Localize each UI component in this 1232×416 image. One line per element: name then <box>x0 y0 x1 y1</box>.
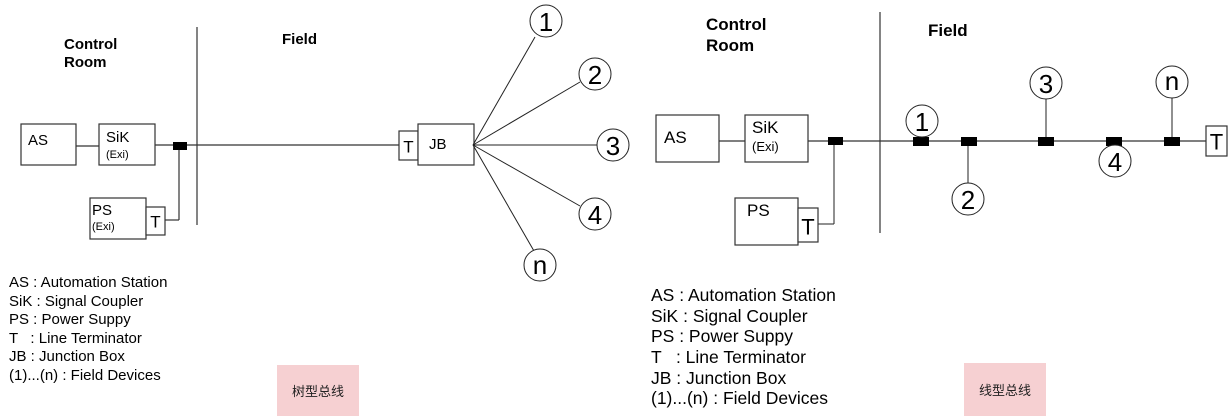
legend-item: PS : Power Suppy <box>9 311 131 329</box>
field-device-circle <box>578 197 612 231</box>
spoke-1 <box>472 36 536 146</box>
field-device-circle <box>596 128 630 162</box>
control-room-label-line2: Room <box>706 36 754 55</box>
ps-label: PS <box>92 202 112 219</box>
field-device-label: n <box>533 250 547 280</box>
ps-terminator-box <box>145 206 166 236</box>
legend-item: (1)...(n) : Field Devices <box>9 366 161 384</box>
field-device-label: n <box>1165 66 1179 96</box>
end-terminator-label: T <box>1210 130 1223 155</box>
control-room-label-line2: Room <box>64 54 107 71</box>
line-bus-legend: AS : Automation Station SiK : Signal Cou… <box>651 285 836 411</box>
bus-node-1 <box>913 137 929 146</box>
field-device-label: 4 <box>1108 147 1122 177</box>
sik-label: SiK <box>106 129 129 146</box>
field-device-n: n <box>1155 65 1189 99</box>
bus-node-n <box>1164 137 1180 146</box>
field-device-4: 4 <box>1098 144 1132 178</box>
jb-label: JB <box>429 136 447 153</box>
legend-item: SiK : Signal Coupler <box>651 305 808 326</box>
legend-item: AS : Automation Station <box>651 285 836 305</box>
ps-terminator-label: T <box>801 215 814 240</box>
field-label: Field <box>928 21 968 40</box>
sik-box <box>98 123 156 166</box>
field-device-1: 1 <box>905 104 939 138</box>
sik-label: SiK <box>752 118 779 137</box>
spoke-n <box>472 144 535 252</box>
field-device-3: 3 <box>596 128 630 162</box>
legend-item: T : Line Terminator <box>9 329 142 347</box>
field-device-label: 3 <box>606 131 620 161</box>
ps-terminator-box <box>797 207 819 243</box>
legend-item: T : Line Terminator <box>651 347 806 368</box>
coupler-node <box>173 142 187 150</box>
field-device-label: 1 <box>915 107 929 137</box>
spoke-4 <box>472 144 581 207</box>
field-device-circle <box>1155 65 1189 99</box>
legend-item: JB : Junction Box <box>651 367 787 388</box>
legend-item: AS : Automation Station <box>9 274 168 291</box>
field-device-circle <box>1098 144 1132 178</box>
as-label: AS <box>664 128 687 147</box>
field-device-label: 4 <box>588 200 602 230</box>
as-box <box>20 123 77 166</box>
end-terminator-box <box>1205 125 1228 157</box>
ps-label: PS <box>747 201 770 220</box>
spoke-2 <box>472 81 581 146</box>
field-device-label: 1 <box>539 7 553 37</box>
ps-sub-label: (Exi) <box>92 221 115 233</box>
field-device-1: 1 <box>529 4 563 38</box>
as-box <box>655 114 720 163</box>
legend-item: SiK : Signal Coupler <box>9 292 144 310</box>
control-room-label-line1: Control <box>64 36 117 53</box>
jb-box <box>417 123 475 166</box>
coupler-node <box>828 137 843 145</box>
field-device-circle <box>1029 66 1063 100</box>
bus-node-3 <box>1038 137 1054 146</box>
line-bus-caption: 线型总线 <box>964 363 1046 416</box>
legend-item: (1)...(n) : Field Devices <box>651 388 828 409</box>
field-device-circle <box>529 4 563 38</box>
tree-bus-legend: AS : Automation Station SiK : Signal Cou… <box>9 275 167 387</box>
field-device-2: 2 <box>578 57 612 91</box>
bus-node-2 <box>961 137 977 146</box>
field-device-circle <box>905 104 939 138</box>
field-device-4: 4 <box>578 197 612 231</box>
field-device-label: 3 <box>1039 69 1053 99</box>
legend-item: PS : Power Suppy <box>651 326 794 347</box>
field-label: Field <box>282 31 317 48</box>
ps-box <box>734 197 799 246</box>
line-bus-diagram: Control Room Field AS SiK (Exi) PS T <box>655 12 1228 246</box>
tree-bus-caption: 树型总线 <box>277 365 359 416</box>
jb-terminator-label: T <box>403 138 413 157</box>
field-device-circle <box>523 248 557 282</box>
field-device-n: n <box>523 248 557 282</box>
ps-terminator-label: T <box>150 213 160 232</box>
field-device-circle <box>578 57 612 91</box>
field-device-3: 3 <box>1029 66 1063 100</box>
as-label: AS <box>28 132 48 149</box>
bus-node-4 <box>1106 137 1122 146</box>
ps-box <box>89 197 147 240</box>
field-device-circle <box>951 182 985 216</box>
tree-bus-diagram: Control Room Field AS SiK (Exi) PS (Exi)… <box>20 4 630 282</box>
sik-box <box>744 114 809 163</box>
sik-sub-label: (Exi) <box>752 139 779 154</box>
legend-item: JB : Junction Box <box>9 348 125 366</box>
field-device-2: 2 <box>951 182 985 216</box>
field-device-label: 2 <box>588 60 602 90</box>
sik-sub-label: (Exi) <box>106 149 129 161</box>
field-device-label: 2 <box>961 185 975 215</box>
control-room-label-line1: Control <box>706 15 766 34</box>
